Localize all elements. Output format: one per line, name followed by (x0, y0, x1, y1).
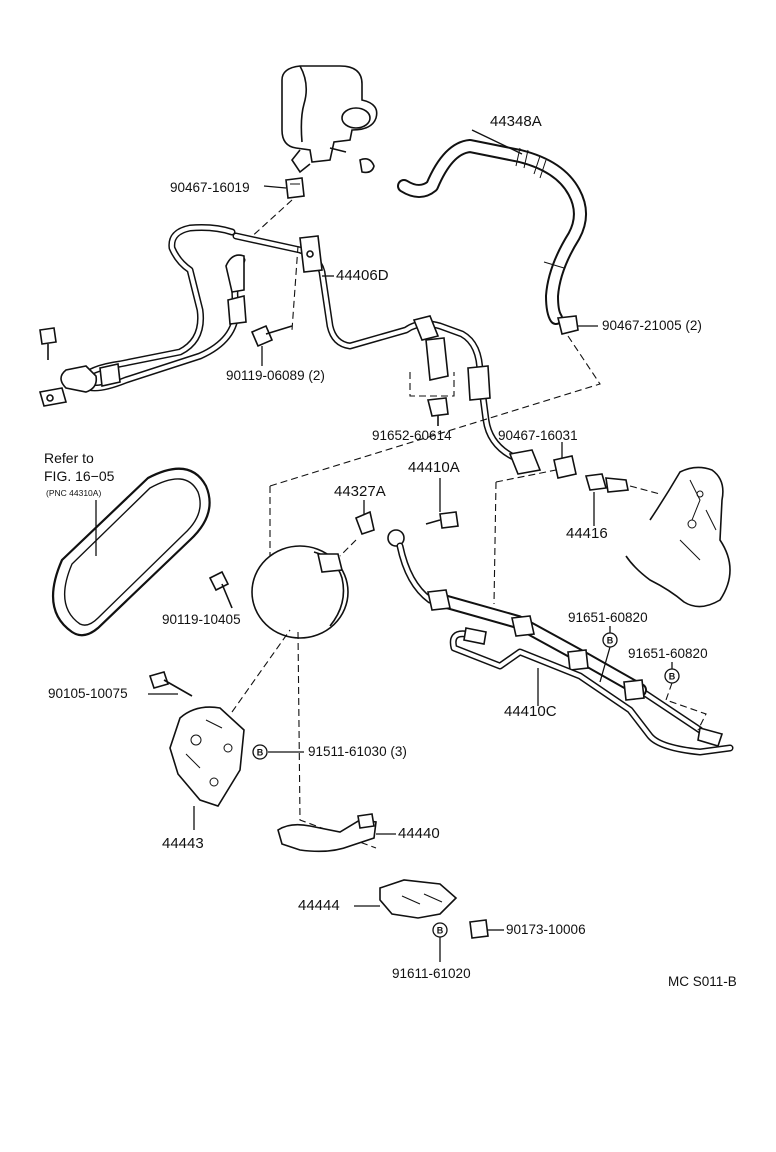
reference-line2: FIG. 16−05 (44, 468, 115, 484)
dash-44327a (339, 539, 357, 557)
label-90119-10405: 90119-10405 (162, 612, 241, 627)
label-44444: 44444 (298, 897, 340, 914)
dash-90467-16019 (247, 199, 293, 241)
bolt-left (39, 327, 57, 360)
dash-mid-horiz (495, 469, 557, 483)
pressure-hose-44410c (387, 529, 734, 756)
label-91651-60820-b: 91651-60820 (628, 646, 708, 661)
svg-text:B: B (437, 926, 444, 936)
bolt-90119-10405 (208, 570, 233, 609)
label-90467-16031: 90467-16031 (498, 428, 578, 443)
label-90173-10006: 90173-10006 (506, 922, 586, 937)
bolt-91652-60614 (409, 372, 455, 426)
bolt-90119-06089 (250, 324, 293, 348)
steering-gear-housing (625, 466, 731, 608)
bolt-90105-10075 (148, 671, 193, 697)
clamp-90467-16031 (553, 455, 577, 479)
label-90467-16019: 90467-16019 (170, 180, 250, 195)
dash-mid-vert (493, 481, 497, 605)
bolt-44410a (425, 511, 459, 529)
pipe-44406d (38, 224, 542, 475)
hose-44348a (397, 139, 587, 325)
clamp-90467-21005 (557, 315, 579, 335)
svg-text:B: B (669, 672, 676, 682)
label-91511-61030: 91511-61030 (3) (308, 744, 407, 759)
dash-90467-21005 (269, 335, 601, 487)
label-90119-06089: 90119-06089 (2) (226, 368, 325, 383)
clamp-44327a (354, 510, 375, 536)
label-44348a: 44348A (490, 113, 542, 130)
label-90467-21005: 90467-21005 (2) (602, 318, 702, 333)
drive-belt (51, 467, 211, 637)
reservoir-tank (281, 65, 378, 174)
marker-b-91611: B (432, 922, 448, 962)
svg-text:B: B (257, 748, 264, 758)
union-44416 (584, 473, 629, 493)
marker-b-91511: B (252, 744, 304, 760)
power-steering-pump (251, 545, 349, 639)
label-91651-60820-a: 91651-60820 (568, 610, 648, 625)
clamp-90467-16019 (285, 177, 305, 199)
label-44440: 44440 (398, 825, 440, 842)
dash-44443 (231, 629, 291, 713)
label-91652-60614: 91652-60614 (372, 428, 452, 443)
dash-44416 (629, 485, 661, 495)
label-44416: 44416 (566, 525, 608, 542)
svg-text:B: B (607, 636, 614, 646)
label-44410a: 44410A (408, 459, 460, 476)
marker-b-91651-a: B (599, 626, 618, 683)
leader-90467-16019 (263, 185, 287, 189)
label-90105-10075: 90105-10075 (48, 686, 128, 701)
leader-44348a (471, 129, 523, 155)
label-44327a: 44327A (334, 483, 386, 500)
label-44410c: 44410C (504, 703, 557, 720)
label-91611-61020: 91611-61020 (392, 966, 471, 981)
nut-90173-10006 (469, 919, 489, 939)
reference-line1: Refer to (44, 450, 94, 466)
marker-b-91651-b: B (664, 662, 707, 731)
bracket-44443 (169, 706, 245, 807)
bracket-44440 (277, 813, 377, 853)
clamp-small-top (359, 158, 375, 174)
reference-line3: (PNC 44310A) (46, 488, 102, 498)
diagram-code: MC S011-B (668, 974, 737, 989)
bracket-44444 (379, 879, 458, 919)
dash-90119 (291, 245, 299, 331)
label-44443: 44443 (162, 835, 204, 852)
label-44406d: 44406D (336, 267, 389, 284)
